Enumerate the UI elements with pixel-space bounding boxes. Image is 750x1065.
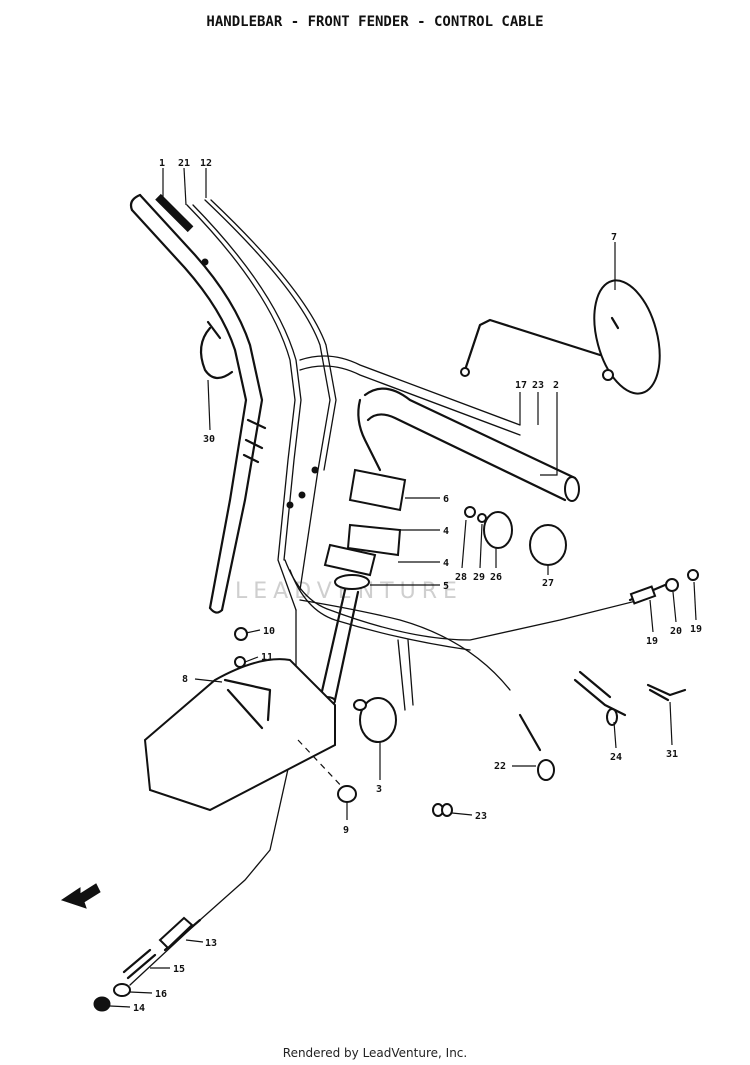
callout-21: 21 <box>178 158 190 169</box>
callout-20: 20 <box>670 626 682 637</box>
front-fender <box>143 627 336 812</box>
cable-end-22 <box>512 713 555 781</box>
callout-23-lower: 23 <box>475 811 487 822</box>
callout-9: 9 <box>343 825 349 836</box>
callout-16: 16 <box>155 989 167 1000</box>
callout-11: 11 <box>261 652 273 663</box>
callout-3: 3 <box>376 784 382 795</box>
callout-31: 31 <box>666 749 678 760</box>
footer-credit: Rendered by LeadVenture, Inc. <box>282 1046 468 1060</box>
callout-10: 10 <box>263 626 275 637</box>
handlebar <box>129 193 267 614</box>
callout-5: 5 <box>443 581 449 592</box>
clip-30 <box>199 320 234 380</box>
leader-lines <box>162 167 616 683</box>
callout-13: 13 <box>205 938 217 949</box>
callout-4-upper: 4 <box>443 526 449 537</box>
callout-19-left: 19 <box>646 636 658 647</box>
reflectors <box>464 506 567 566</box>
callout-1: 1 <box>159 158 165 169</box>
callout-29: 29 <box>473 572 485 583</box>
callout-19-right: 19 <box>690 624 702 635</box>
callout-4-lower: 4 <box>443 558 449 569</box>
callout-24: 24 <box>610 752 622 763</box>
cable-end-parts <box>628 569 699 633</box>
callout-2: 2 <box>553 380 559 391</box>
callout-6: 6 <box>443 494 449 505</box>
callout-15: 15 <box>173 964 185 975</box>
handlebar-right <box>357 387 580 502</box>
callout-28: 28 <box>455 572 467 583</box>
callout-22: 22 <box>494 761 506 772</box>
diagram-title: HANDLEBAR - FRONT FENDER - CONTROL CABLE <box>206 14 544 30</box>
callout-27: 27 <box>542 578 554 589</box>
callout-17: 17 <box>515 380 527 391</box>
bracket-31 <box>646 683 687 746</box>
callout-26: 26 <box>490 572 502 583</box>
callout-7: 7 <box>611 232 617 243</box>
part-23 <box>432 803 473 817</box>
cap-9 <box>297 739 357 820</box>
callout-12: 12 <box>200 158 212 169</box>
callout-8: 8 <box>182 674 188 685</box>
bracket-24 <box>573 670 627 749</box>
callout-30: 30 <box>203 434 215 445</box>
callout-14: 14 <box>133 1003 145 1014</box>
front-direction-arrow <box>60 883 101 909</box>
mirror <box>460 279 661 395</box>
callout-labels: 1 21 12 7 17 23 2 30 6 4 4 5 28 29 26 27… <box>133 158 702 1014</box>
knob <box>353 639 414 780</box>
cable-adjusters <box>93 916 204 1012</box>
callout-23: 23 <box>532 380 544 391</box>
